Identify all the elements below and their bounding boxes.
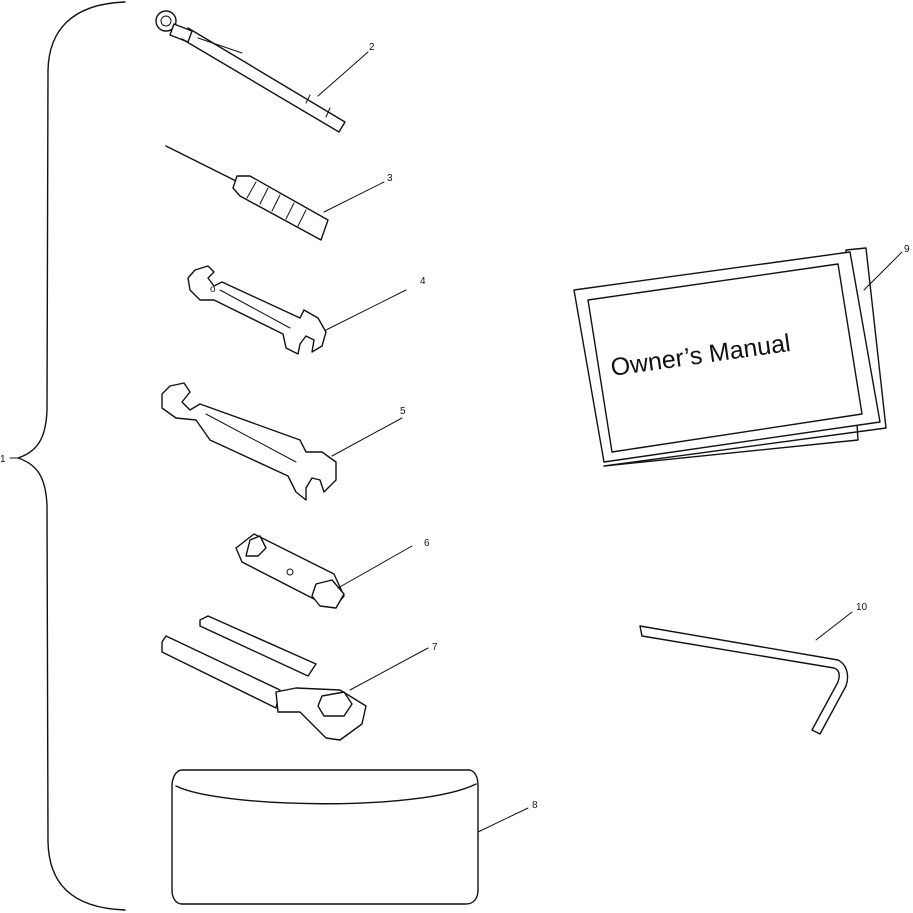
tool-pouch-icon (171, 769, 479, 905)
svg-text:o: o (210, 284, 216, 295)
callout-9: 9 (904, 244, 910, 255)
tool-kit-brace-icon (9, 1, 126, 911)
leader-line-8 (477, 807, 529, 833)
screwdriver-icon (165, 145, 329, 241)
callout-1: 1 (0, 454, 6, 465)
callout-7: 7 (432, 642, 438, 653)
leader-line-9 (863, 251, 903, 291)
callout-5: 5 (400, 406, 406, 417)
leader-line-5 (331, 417, 403, 457)
callout-10: 10 (856, 602, 868, 613)
owners-manual-icon: Owner’s Manual (573, 247, 887, 467)
leader-line-10 (815, 611, 853, 641)
hex-key-icon (639, 625, 849, 735)
leader-line-4 (325, 289, 407, 331)
large-open-end-wrench-icon (161, 382, 337, 501)
callout-3: 3 (387, 173, 393, 184)
leader-line-6 (337, 545, 413, 589)
callout-6: 6 (424, 538, 430, 549)
tire-pressure-gauge-icon (155, 10, 346, 133)
callout-2: 2 (369, 42, 375, 53)
leader-line-7 (349, 647, 429, 691)
small-open-end-wrench-icon: o (187, 265, 327, 355)
socket-wrench-handle-icon (161, 615, 367, 741)
leader-line-2 (317, 51, 369, 97)
callout-4: 4 (420, 276, 426, 287)
spark-plug-socket-icon (235, 533, 345, 609)
callout-8: 8 (532, 800, 538, 811)
leader-line-3 (323, 181, 385, 213)
